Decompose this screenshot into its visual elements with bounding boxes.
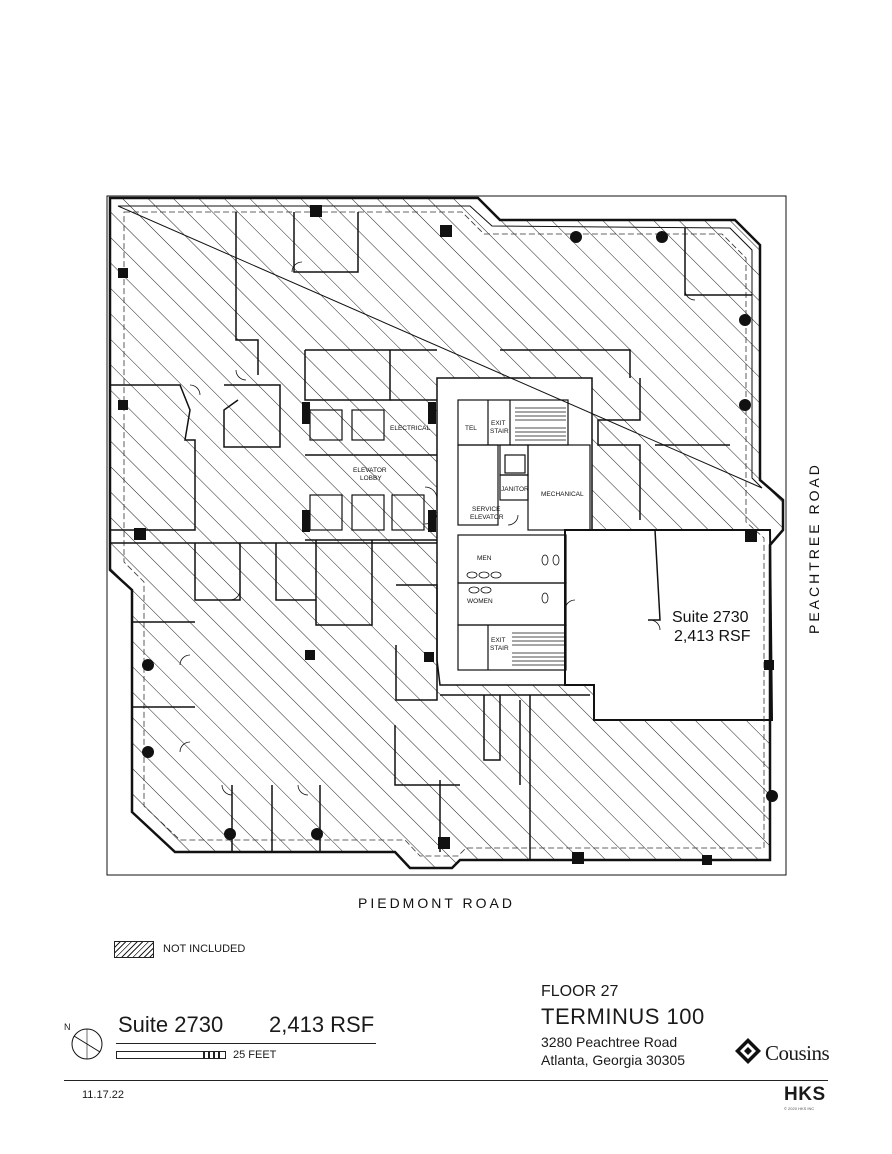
site-frame bbox=[106, 195, 787, 876]
suite-name-label: Suite 2730 bbox=[672, 609, 749, 626]
street-label-east: PEACHTREE ROAD bbox=[806, 462, 822, 634]
room-label-service-elevator-2nd: ELEVATOR bbox=[470, 514, 504, 521]
dashed-perimeter bbox=[123, 211, 765, 857]
summary-suite: Suite 2730 bbox=[118, 1012, 224, 1037]
cousins-logo-icon bbox=[735, 1038, 761, 1064]
street-label-south: PIEDMONT ROAD bbox=[358, 895, 515, 911]
interior-walls bbox=[110, 212, 752, 860]
firm-copyright: © 2020 HKS INC bbox=[784, 1106, 815, 1111]
building-outline bbox=[108, 196, 785, 870]
stair-treads bbox=[512, 407, 566, 666]
room-label-service-elevator: SERVICE bbox=[472, 506, 501, 513]
firm-logo: HKS bbox=[784, 1084, 826, 1105]
room-label-elevator-lobby-2nd: LOBBY bbox=[360, 475, 382, 482]
address-street: 3280 Peachtree Road bbox=[541, 1034, 678, 1050]
room-label-electrical: ELECTRICAL bbox=[390, 425, 430, 432]
room-label-exit-stair-2nd: STAIR bbox=[490, 428, 509, 435]
room-label-exit-stair-south-2nd: STAIR bbox=[490, 645, 509, 652]
room-label-elevator-lobby: ELEVATOR bbox=[353, 467, 387, 474]
summary-divider bbox=[116, 1043, 376, 1044]
room-label-mechanical: MECHANICAL bbox=[541, 491, 584, 498]
door-swings bbox=[179, 261, 696, 796]
address-city: Atlanta, Georgia 30305 bbox=[541, 1052, 685, 1068]
core-walls bbox=[309, 399, 591, 671]
plan-date: 11.17.22 bbox=[82, 1089, 125, 1101]
legend-label: NOT INCLUDED bbox=[163, 943, 246, 955]
scale-label: 25 FEET bbox=[233, 1049, 277, 1061]
room-label-exit-stair: EXIT bbox=[491, 420, 505, 427]
room-labels: TEL EXIT STAIR ELECTRICAL ELEVATOR LOBBY… bbox=[353, 420, 584, 652]
summary-rsf: 2,413 RSF bbox=[269, 1012, 375, 1037]
restroom-fixtures bbox=[466, 554, 560, 604]
room-label-women: WOMEN bbox=[467, 598, 493, 605]
room-label-exit-stair-south: EXIT bbox=[491, 637, 505, 644]
north-label: N bbox=[64, 1022, 71, 1032]
floor-number: FLOOR 27 bbox=[541, 983, 619, 1000]
legend-hatch-swatch bbox=[114, 941, 154, 958]
north-arrow-icon bbox=[71, 1028, 103, 1060]
suite-area-label: 2,413 RSF bbox=[674, 628, 751, 645]
room-label-tel: TEL bbox=[465, 425, 477, 432]
structural-columns bbox=[118, 205, 778, 865]
room-label-janitor: JANITOR bbox=[501, 486, 529, 493]
room-label-men: MEN bbox=[477, 555, 492, 562]
curtain-wall bbox=[117, 205, 763, 489]
footer-divider bbox=[64, 1080, 828, 1081]
scale-bar bbox=[116, 1051, 226, 1059]
building-name: TERMINUS 100 bbox=[541, 1004, 705, 1029]
brand-name: Cousins bbox=[765, 1041, 830, 1065]
suite-2730-area bbox=[564, 529, 774, 721]
